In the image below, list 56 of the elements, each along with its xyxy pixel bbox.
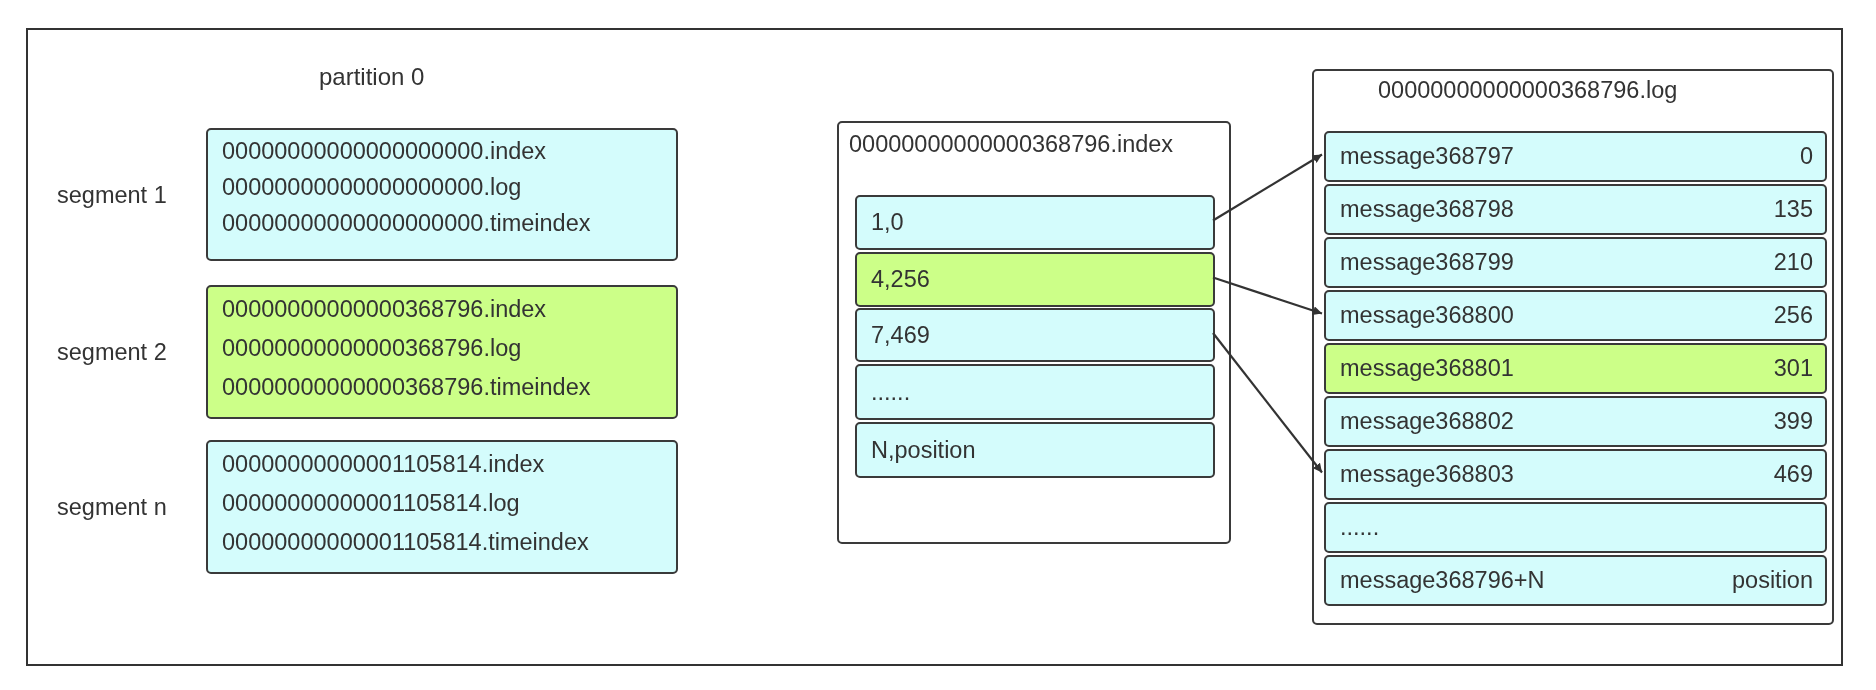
index-entry-box: [855, 422, 1215, 478]
log-entry-box: [1324, 131, 1827, 182]
entry-text: 4,256: [871, 266, 930, 292]
offset-value: 0: [1799, 143, 1813, 169]
segment-box: [206, 285, 678, 419]
segment-label: segment 2: [57, 339, 167, 365]
log-entry-box: [1324, 555, 1827, 606]
segment-box: [206, 128, 678, 261]
offset-value: 301: [1773, 355, 1813, 381]
segment-label: segment 1: [57, 181, 167, 208]
file-name: 00000000000000368796.log: [222, 335, 522, 361]
entry-text: N,position: [871, 436, 976, 463]
entry-text: message368797: [1340, 143, 1514, 169]
segment-box: [206, 440, 678, 574]
file-name: 00000000000000000000.index: [222, 138, 547, 164]
entry-text: message368799: [1340, 249, 1514, 275]
entry-text: message368796+N: [1340, 567, 1545, 593]
offset-value: 135: [1773, 196, 1813, 222]
entry-text: message368802: [1340, 408, 1514, 434]
index-entry-box: [855, 195, 1215, 250]
entry-text: ......: [1340, 514, 1380, 540]
file-name: 00000000000001105814.log: [222, 490, 520, 516]
entry-text: 1,0: [871, 209, 904, 235]
log-entry-box: [1324, 502, 1827, 553]
file-name-heading: 00000000000000368796.log: [1378, 77, 1678, 103]
log-entry-box: [1324, 184, 1827, 235]
index-entry-box: [855, 252, 1215, 307]
offset-value: 210: [1773, 249, 1813, 275]
file-name: 00000000000000000000.timeindex: [222, 210, 591, 236]
entry-text: message368800: [1340, 302, 1514, 328]
entry-text: 7,469: [871, 321, 930, 348]
partition-heading: partition 0: [319, 64, 425, 90]
file-name: 00000000000000000000.log: [222, 174, 522, 200]
log-entry-box: [1324, 237, 1827, 288]
entry-text: message368801: [1340, 355, 1514, 381]
offset-value: 399: [1773, 408, 1813, 434]
file-name: 00000000000001105814.timeindex: [222, 529, 589, 555]
log-entry-box: [1324, 396, 1827, 447]
log-entry-box: [1324, 343, 1827, 394]
offset-value: position: [1732, 567, 1813, 593]
file-panel: [1312, 69, 1834, 625]
file-name-heading: 00000000000000368796.index: [849, 131, 1174, 157]
segment-label: segment n: [57, 494, 167, 520]
entry-text: message368798: [1340, 196, 1514, 222]
file-name: 00000000000000368796.timeindex: [222, 374, 591, 400]
offset-value: 469: [1773, 461, 1813, 487]
entry-text: ......: [871, 378, 911, 405]
index-entry-box: [855, 308, 1215, 362]
offset-value: 256: [1773, 302, 1813, 328]
log-entry-box: [1324, 290, 1827, 341]
log-entry-box: [1324, 449, 1827, 500]
file-panel: [837, 121, 1231, 544]
index-entry-box: [855, 364, 1215, 420]
entry-text: message368803: [1340, 461, 1514, 487]
file-name: 00000000000000368796.index: [222, 296, 547, 322]
file-name: 00000000000001105814.index: [222, 451, 545, 477]
